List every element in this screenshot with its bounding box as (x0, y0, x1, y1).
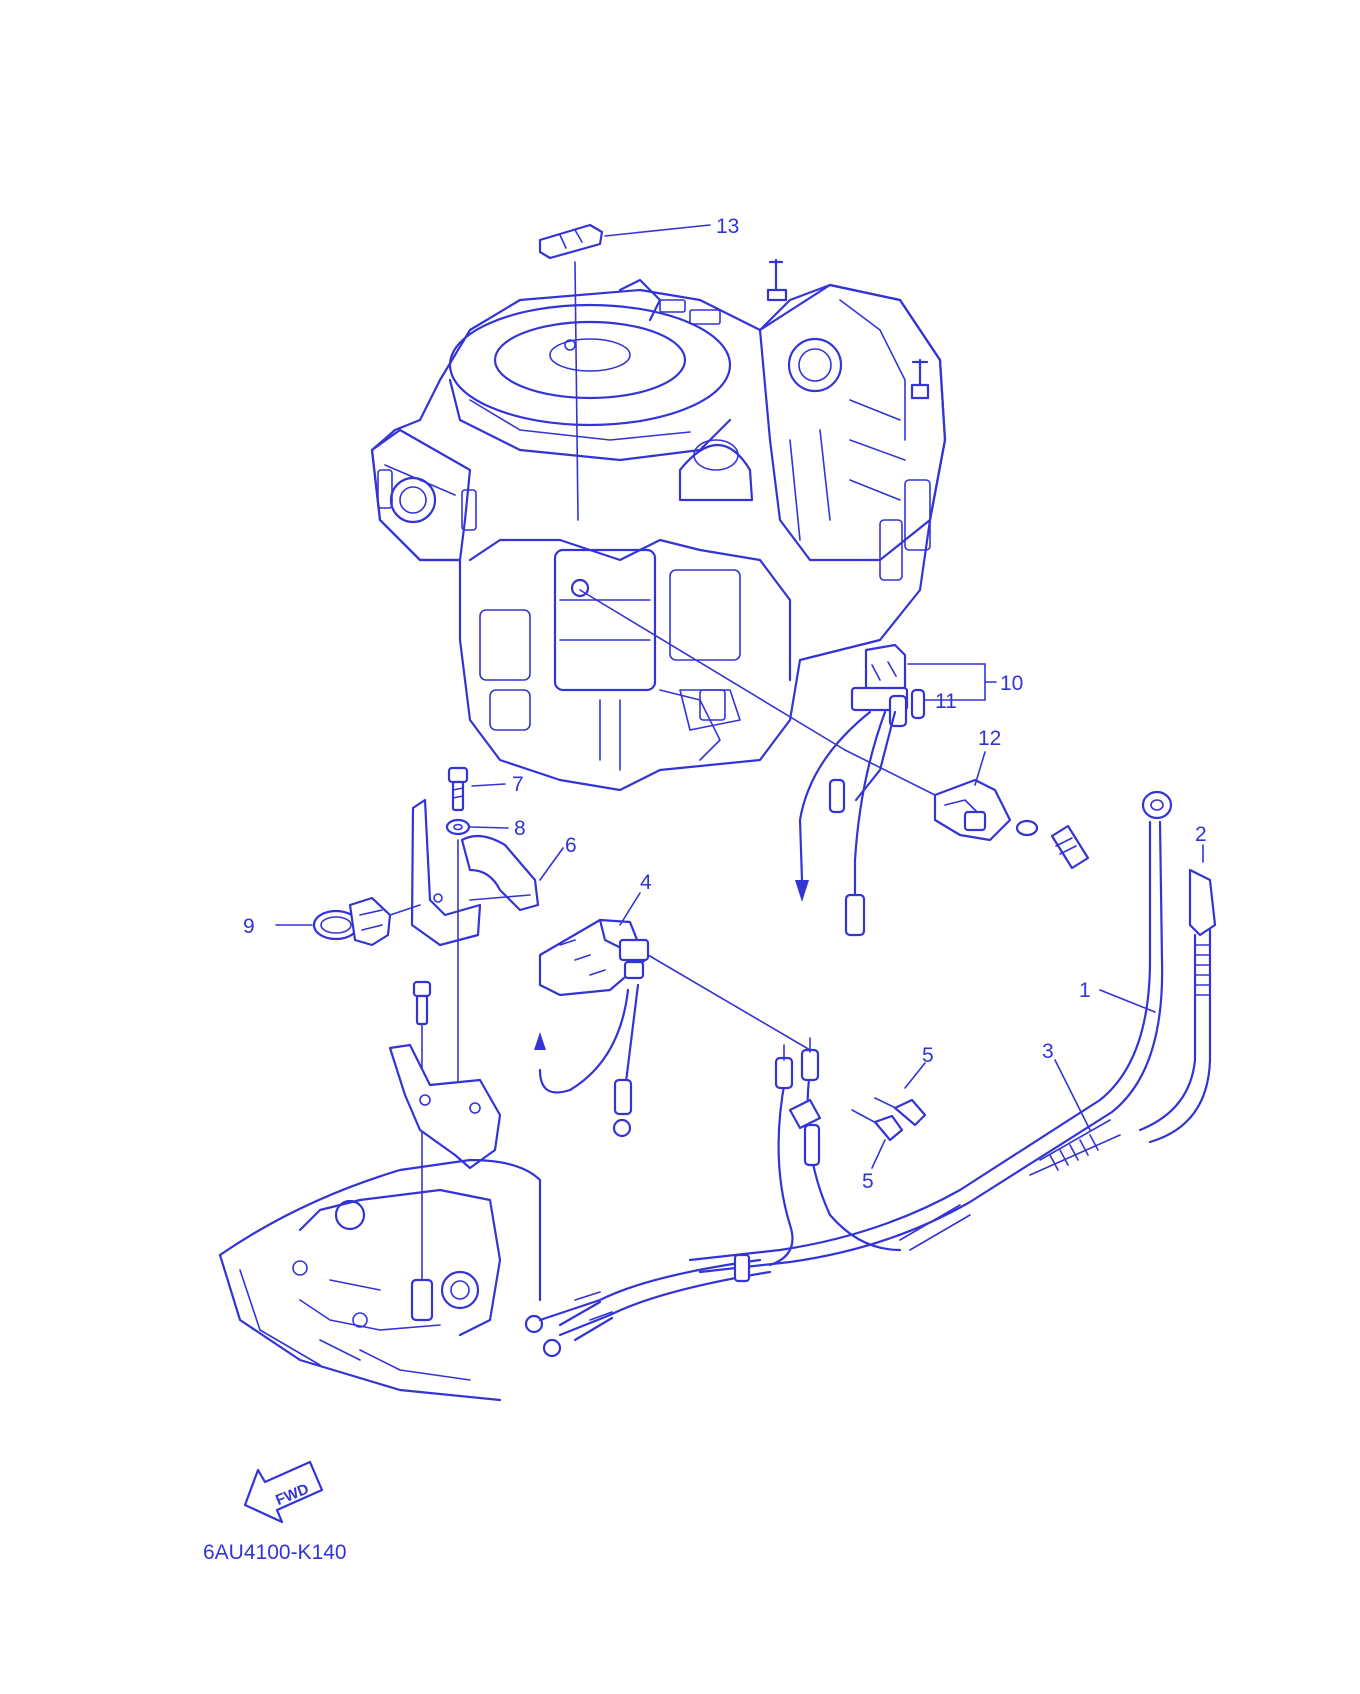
callout-5-top: 5 (922, 1044, 934, 1067)
drawing-code: 6AU4100-K140 (203, 1541, 347, 1564)
callout-4: 4 (640, 871, 652, 894)
callout-11: 11 (935, 690, 957, 713)
callout-13: 13 (716, 215, 739, 238)
callout-8: 8 (514, 817, 526, 840)
part-5-screws: 5 5 (851, 1044, 934, 1193)
bottom-cowling (218, 1158, 542, 1402)
callout-2: 2 (1195, 823, 1207, 846)
mount-bracket (388, 980, 502, 1291)
callout-9: 9 (243, 915, 255, 938)
part-9-clip: 9 (243, 896, 421, 947)
callout-1: 1 (1079, 979, 1091, 1002)
callout-3: 3 (1042, 1040, 1054, 1063)
part-6-bracket: 6 (410, 798, 577, 1121)
battery-cables: 1 2 3 (524, 790, 1217, 1358)
part-12-bracket: 12 (579, 589, 1090, 870)
callout-12: 12 (978, 727, 1001, 750)
callout-10: 10 (1000, 672, 1023, 695)
callout-6: 6 (565, 834, 577, 857)
part-7-bolt: 7 (447, 766, 524, 812)
callout-5-bottom: 5 (862, 1170, 874, 1193)
callout-7: 7 (512, 773, 524, 796)
part-13-cap: 13 (538, 215, 739, 521)
part-8-washer: 8 (445, 817, 526, 840)
engine-powerhead (370, 258, 947, 792)
part-10-connector: 10 11 (795, 643, 1023, 937)
fwd-arrow: FWD (243, 1460, 324, 1524)
fwd-label: FWD (273, 1481, 311, 1510)
part-4-rectifier: 4 (534, 871, 811, 1138)
